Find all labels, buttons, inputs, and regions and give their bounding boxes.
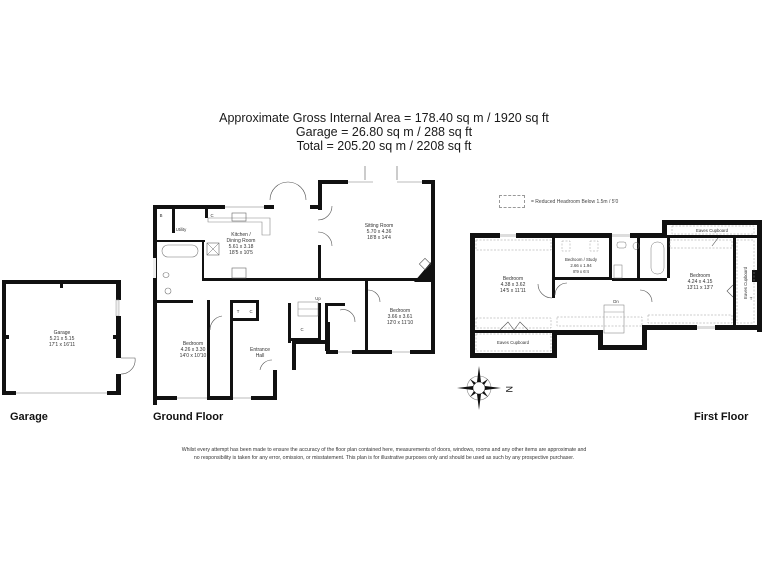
floor-label-ground: Ground Floor — [153, 411, 224, 423]
total-area: Total = 205.20 sq m / 2208 sq ft — [296, 139, 472, 153]
label-boiler: B — [160, 213, 163, 218]
label-stairs-down: Dn — [613, 299, 619, 304]
room-dim-metric: 2.66 x 1.94 — [570, 263, 592, 268]
room-dim-imperial: 17'1 x 16'11 — [49, 342, 76, 348]
compass-rose-icon: N — [457, 366, 514, 410]
ground-floor-plan: B Utility C Kitchen / Dining Room 5.61 x… — [153, 166, 435, 405]
room-dim-imperial: 14'0 x 10'10 — [180, 353, 207, 359]
room-dim-imperial: 18'5 x 10'5 — [229, 250, 253, 256]
label-cylinder: C — [249, 309, 252, 314]
room-label-bedroom-3: Bedroom — [503, 276, 523, 282]
label-tank: T — [237, 309, 240, 314]
room-label-bedroom-1: Bedroom — [183, 341, 203, 347]
room-dim-imperial: 18'8 x 14'4 — [367, 235, 391, 241]
garage-plan: Garage 5.21 x 5.15 17'1 x 16'11 — [2, 280, 136, 395]
area-summary: Approximate Gross Internal Area = 178.40… — [0, 111, 768, 153]
room-label-bedroom-4: Bedroom — [690, 273, 710, 279]
label-utility: Utility — [176, 227, 187, 232]
disclaimer: Whilst every attempt has been made to en… — [0, 446, 768, 462]
room-dim-imperial: 14'5 x 11'11 — [500, 288, 526, 294]
room-dim-metric: 5.21 x 5.15 — [50, 336, 75, 342]
dashed-box-icon — [499, 195, 525, 208]
floor-label-garage: Garage — [10, 411, 48, 423]
room-label-kitchen: Kitchen / — [231, 232, 251, 238]
disclaimer-line-1: Whilst every attempt has been made to en… — [181, 447, 587, 453]
room-dim-metric: 4.38 x 3.62 — [501, 282, 526, 288]
garage-area: Garage = 26.80 sq m / 288 sq ft — [295, 125, 473, 139]
room-label-entrance-hall: Entrance — [250, 347, 270, 353]
room-label-garage: Garage — [54, 330, 71, 336]
label-eaves-cupboard-left: Eaves Cupboard — [497, 340, 530, 345]
room-dim-imperial: 8'9 x 6'4 — [573, 269, 589, 274]
label-eaves-cupboard-right: Eaves Cupboard — [743, 266, 748, 299]
label-tank-first: T — [750, 296, 753, 301]
room-dim-metric: 3.66 x 3.61 — [388, 314, 413, 320]
room-dim-metric: 4.26 x 3.30 — [181, 347, 206, 353]
first-floor-plan: Bedroom 4.38 x 3.62 14'5 x 11'11 Bedroom… — [470, 220, 762, 358]
north-label: N — [504, 386, 514, 393]
legend-text: = Reduced Headroom Below 1.5m / 5'0 — [531, 198, 619, 205]
room-dim-metric: 4.24 x 4.15 — [688, 279, 713, 285]
room-label-bedroom-study: Bedroom / Study — [565, 257, 598, 262]
room-label-bedroom-2: Bedroom — [390, 308, 410, 314]
gross-internal-area: Approximate Gross Internal Area = 178.40… — [219, 111, 549, 125]
label-stairs-up: Up — [315, 296, 321, 301]
room-label-sitting-room: Sitting Room — [365, 223, 394, 229]
room-label-hall: Hall — [256, 353, 265, 359]
legend-reduced-headroom: = Reduced Headroom Below 1.5m / 5'0 — [499, 195, 618, 208]
room-dim-imperial: 13'11 x 13'7 — [687, 285, 714, 291]
room-dim-metric: 5.70 x 4.36 — [367, 229, 392, 235]
disclaimer-line-2: no responsibility is taken for any error… — [193, 455, 575, 461]
floor-label-first: First Floor — [694, 411, 749, 423]
room-dim-imperial: 12'0 x 11'10 — [387, 320, 414, 326]
label-cupboard-kitchen: C — [210, 213, 213, 218]
label-cupboard-hall: C — [300, 327, 303, 332]
label-eaves-cupboard-top: Eaves Cupboard — [696, 228, 729, 233]
room-label-kitchen-2: Dining Room — [227, 238, 256, 244]
room-dim-metric: 5.61 x 3.18 — [229, 244, 254, 250]
